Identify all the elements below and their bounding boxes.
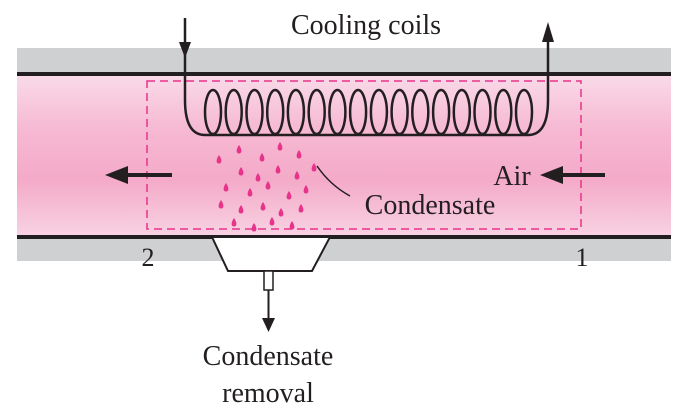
coil-loop [328,88,347,136]
droplet-icon [265,181,271,190]
coil-inlet-arrow-icon [179,42,191,58]
droplet-icon [218,200,224,209]
condensate-trough [210,236,332,272]
coil-loop [224,88,243,136]
droplet-icon [260,202,266,211]
station-1-label: 1 [576,243,589,272]
coil-loop [203,88,223,136]
droplet-icon [247,188,253,197]
duct-bottom-wall [17,237,671,261]
coil-loop [307,88,326,136]
droplet-icon [231,218,237,227]
droplet-icon [296,150,302,159]
droplet-icon [303,185,309,194]
droplet-icon [277,142,283,151]
station-2-label: 2 [142,243,155,272]
droplet-icon [289,221,295,230]
coil-loop [431,88,451,136]
coil-loop [265,88,285,136]
droplet-icon [294,171,300,180]
droplet-icon [278,208,284,217]
condensate-removal-label-line1: Condensate [203,341,334,372]
coil-loop [514,88,534,136]
inlet-air-arrow-icon [540,166,563,184]
coil-loop [348,88,368,136]
coil-loop [390,88,409,136]
coil-loop [369,88,389,136]
coil-loop [286,88,306,136]
duct-top-wall [17,48,671,74]
drain-pipe [263,270,274,291]
outlet-air-arrow-icon [105,166,128,184]
condensate-label: Condensate [365,190,496,221]
droplet-icon [236,145,242,154]
air-label: Air [493,161,531,192]
condensate-removal-label-line2: removal [222,378,314,409]
droplet-icon [298,204,304,213]
cooling-coils-label: Cooling coils [291,10,441,41]
droplet-icon [251,223,257,232]
droplet-icon [259,153,265,162]
drain-arrow-icon [262,318,275,332]
droplet-icon [311,163,317,172]
coil-loop [245,88,264,136]
coil-outlet-arrow-icon [542,22,554,42]
coil-connector-right [527,99,550,137]
droplet-icon [286,191,292,200]
droplet-icon [238,205,244,214]
control-volume [146,80,582,230]
condensate-leader-line [316,165,351,197]
coil-loop [494,88,513,136]
coil-loop [452,88,472,136]
droplet-icon [275,165,281,174]
cooling-coil-loops [203,88,534,136]
coil-connector-left [183,99,206,137]
droplet-icon [223,183,229,192]
condensate-droplets [216,142,317,232]
droplet-icon [255,173,261,182]
droplet-icon [216,155,222,164]
droplet-icon [238,167,244,176]
coil-loop [411,88,430,136]
droplet-icon [269,217,275,226]
coil-loop [473,88,492,136]
